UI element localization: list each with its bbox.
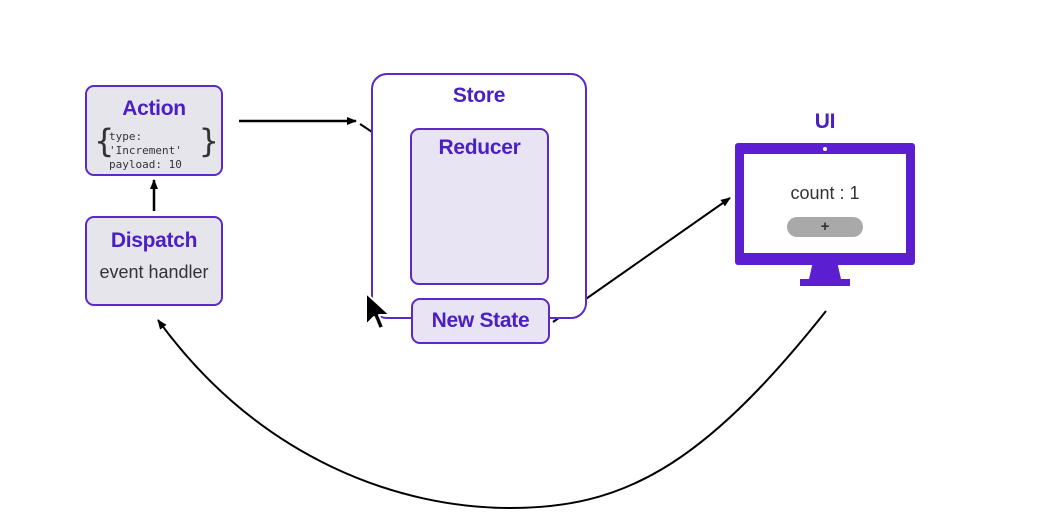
action-box: Action { type: 'Increment' payload: 10 } <box>85 85 223 176</box>
store-title: Store <box>452 84 506 107</box>
new-state-box: New State <box>411 298 550 344</box>
monitor-frame: count : 1 + <box>735 143 915 265</box>
monitor-icon: count : 1 + <box>735 143 915 288</box>
new-state-title: New State <box>431 309 530 332</box>
ui-label: UI <box>814 110 836 133</box>
monitor-screen: count : 1 + <box>744 154 906 253</box>
action-payload: { type: 'Increment' payload: 10 } <box>94 122 219 171</box>
reducer-title: Reducer <box>438 136 521 159</box>
action-title: Action <box>122 97 186 120</box>
camera-dot <box>823 147 827 151</box>
action-type-line: type: 'Increment' <box>109 130 182 157</box>
open-brace: { <box>94 122 115 160</box>
action-payload-code: type: 'Increment' payload: 10 <box>109 130 219 172</box>
reducer-box: Reducer <box>410 128 549 285</box>
close-brace: } <box>198 122 219 160</box>
dispatch-subtitle: event handler <box>99 262 209 282</box>
count-display: count : 1 <box>790 183 860 203</box>
arrow-ui-back-to-dispatch <box>157 310 827 510</box>
dispatch-title: Dispatch <box>110 229 198 252</box>
dispatch-box: Dispatch event handler <box>85 216 223 306</box>
monitor-stand-neck <box>809 265 841 279</box>
action-payload-line: payload: 10 <box>109 158 182 171</box>
monitor-stand-base <box>800 279 850 286</box>
mouse-pointer-icon <box>365 292 391 330</box>
increment-button[interactable]: + <box>787 217 863 237</box>
